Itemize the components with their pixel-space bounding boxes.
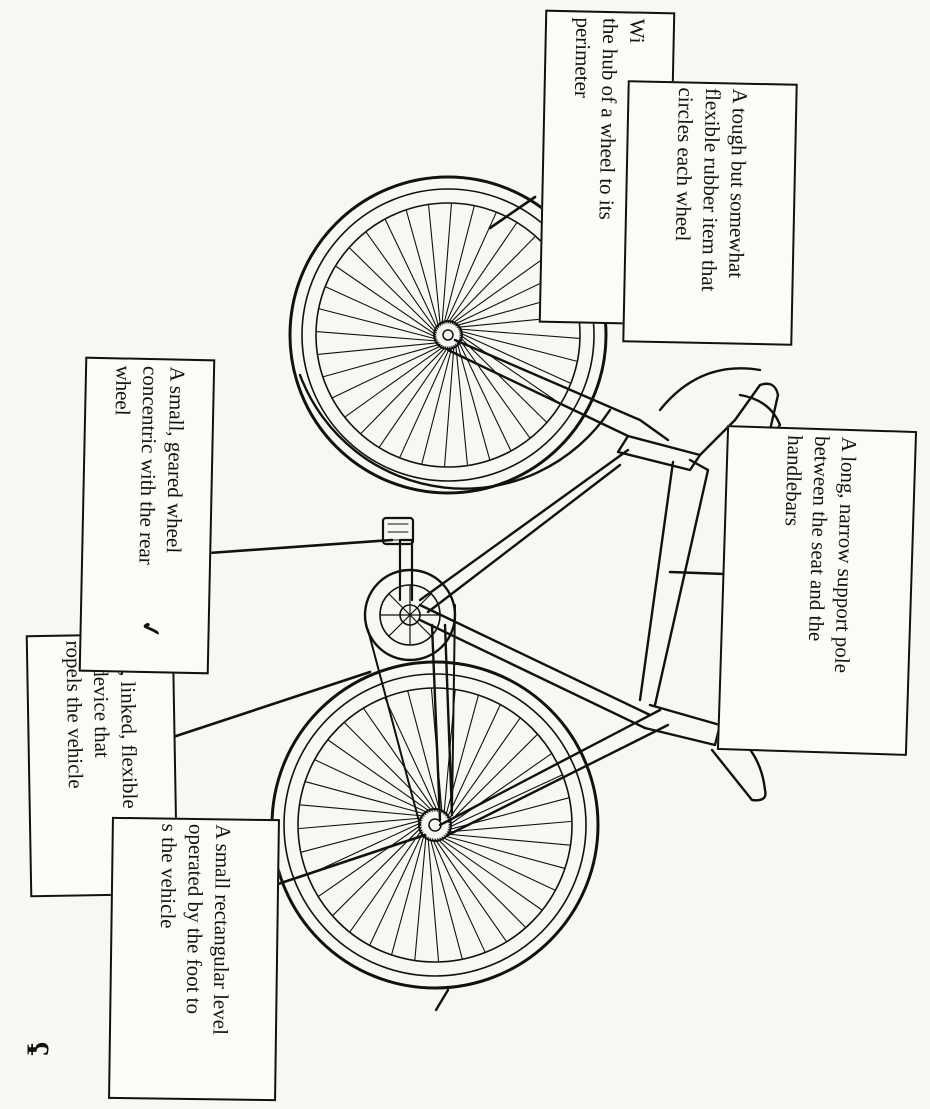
- spoke-line: [459, 334, 562, 405]
- spoke-line: [362, 707, 436, 812]
- spoke-line: [446, 704, 501, 819]
- spoke-line: [432, 838, 486, 954]
- spoke-line: [399, 346, 451, 459]
- spoke-line: [447, 717, 521, 821]
- spoke-line: [359, 346, 447, 435]
- spoke-line: [448, 733, 539, 824]
- spoke-line: [457, 328, 581, 340]
- corner-mark: ʢ: [20, 1042, 54, 1056]
- spoke-line: [297, 817, 424, 830]
- spoke-line: [384, 218, 439, 330]
- label-tire-line-2: flexible rubber item that: [696, 87, 726, 292]
- spoke-line: [456, 342, 491, 461]
- spoke-line: [441, 202, 453, 326]
- spoke-line: [448, 752, 553, 826]
- chainring: [363, 568, 457, 826]
- spoke-line: [324, 286, 437, 338]
- spoke-line: [443, 344, 455, 468]
- spoke-line: [445, 833, 572, 846]
- spoke-line: [405, 209, 440, 328]
- leader-lines: [168, 195, 754, 887]
- spoke-line: [448, 774, 564, 828]
- spoke-line: [384, 696, 438, 812]
- spoke-line: [434, 838, 508, 943]
- spoke-line: [414, 835, 427, 962]
- spoke-line: [407, 690, 441, 813]
- spoke-line: [451, 252, 552, 325]
- front-fender: [298, 373, 612, 490]
- spoke-line: [369, 831, 424, 946]
- spoke-line: [391, 833, 425, 956]
- spoke-line: [445, 211, 497, 324]
- spoke-line: [317, 824, 422, 898]
- spoke-line: [436, 838, 527, 929]
- spoke-line: [349, 829, 423, 933]
- spoke-line: [318, 308, 438, 340]
- spoke-line: [443, 835, 566, 869]
- spoke-line: [427, 836, 440, 963]
- spoke-line: [316, 342, 440, 356]
- spoke-line: [322, 343, 441, 378]
- spoke-line: [421, 345, 453, 465]
- spoke-line: [439, 837, 543, 911]
- label-pedal-line-2: operated by the foot to: [181, 823, 209, 1015]
- label-chain-line-3: ropels the vehicle: [61, 640, 88, 789]
- spoke-line: [459, 332, 572, 384]
- front-wheel: [288, 175, 608, 495]
- spoke-line: [300, 819, 423, 853]
- spoke-line: [365, 231, 438, 332]
- spoke-line: [447, 221, 518, 324]
- spoke-line: [315, 330, 439, 342]
- spoke-line: [378, 346, 449, 449]
- label-tire-line-3: circles each wheel: [670, 87, 699, 242]
- spoke-line: [429, 837, 463, 960]
- spoke-line: [446, 820, 573, 833]
- spoke-line: [344, 345, 445, 418]
- spoke-line: [458, 330, 578, 362]
- label-pedal-line-1: A small rectangular level: [208, 824, 236, 1036]
- spoke-line: [441, 836, 556, 891]
- pedal-crank: [381, 516, 415, 602]
- spoke-line: [343, 721, 434, 812]
- spoke-line: [443, 205, 475, 325]
- spoke-line: [459, 336, 548, 424]
- label-pedal: A small rectangular level operated by th…: [108, 816, 280, 1102]
- spoke-line: [458, 338, 531, 439]
- label-frame-bar: A long, narrow support pole between the …: [716, 425, 918, 756]
- spoke-line: [314, 759, 429, 814]
- spoke-line: [298, 804, 425, 817]
- spoke-line: [449, 235, 537, 324]
- spoke-line: [306, 822, 422, 876]
- label-pedal-line-3: s the vehicle: [155, 823, 182, 929]
- spoke-line: [331, 344, 443, 399]
- spoke-line: [427, 203, 441, 327]
- spoke-line: [334, 265, 437, 336]
- label-tire: A tough but somewhat flexible rubber ite…: [622, 80, 798, 346]
- spoke-line: [348, 246, 437, 334]
- spoke-line: [304, 781, 427, 815]
- label-tire-line-1: A tough but somewhat: [724, 88, 753, 279]
- spoke-line: [455, 343, 469, 467]
